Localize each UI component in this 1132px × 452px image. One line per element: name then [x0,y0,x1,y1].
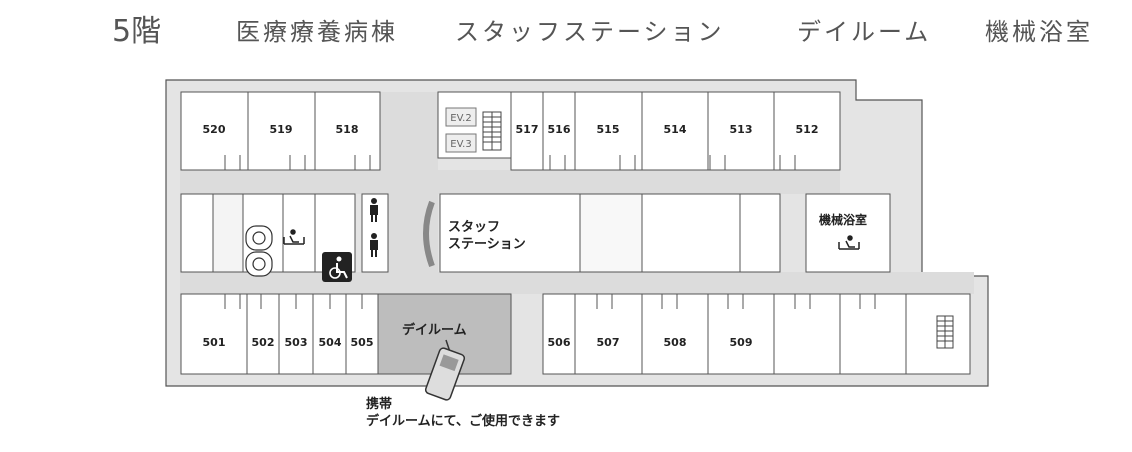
staff-station-label-1: スタッフ [448,220,500,235]
elevator-3-label: EV.3 [450,139,471,150]
wheelchair-icon [322,252,352,282]
legend-day-room: デイルーム [797,18,932,46]
staff-counter [423,200,435,268]
stairs-icon [936,315,954,349]
legend-ward: 医療療養病棟 [236,18,398,46]
room-519: 519 [270,123,293,136]
legend-bath: 機械浴室 [985,18,1093,46]
note-text: デイルームにて、ご使用できます [366,414,560,429]
room-515: 515 [597,123,620,136]
room-505: 505 [351,336,374,349]
elevator-2-label: EV.2 [450,113,471,124]
room-506: 506 [548,336,571,349]
legend-staff-station: スタッフステーション [455,18,725,46]
room-507: 507 [597,336,620,349]
bottom-rooms [180,293,971,375]
restroom-icon [370,198,378,257]
bath-room-label: 機械浴室 [819,212,867,227]
room-502: 502 [252,336,275,349]
room-514: 514 [664,123,687,136]
day-room-label: デイルーム [402,322,467,338]
elevator-block [437,91,512,159]
note-title: 携帯 [366,397,393,412]
staff-station-label-2: ステーション [448,237,526,252]
room-516: 516 [548,123,571,136]
room-508: 508 [664,336,687,349]
room-512: 512 [796,123,819,136]
floor-label: 5階 [112,14,162,49]
bathing-person-icon [283,229,860,250]
mobile-phone-note: 携帯 デイルームにて、ご使用できます [366,396,560,430]
room-504: 504 [319,336,342,349]
room-501: 501 [203,336,226,349]
mobile-phone-icon [424,339,466,401]
room-513: 513 [730,123,753,136]
top-rooms [180,91,841,171]
room-503: 503 [285,336,308,349]
bath-equipment-icon [245,225,273,277]
room-509: 509 [730,336,753,349]
room-518: 518 [336,123,359,136]
room-517: 517 [516,123,539,136]
room-520: 520 [203,123,226,136]
